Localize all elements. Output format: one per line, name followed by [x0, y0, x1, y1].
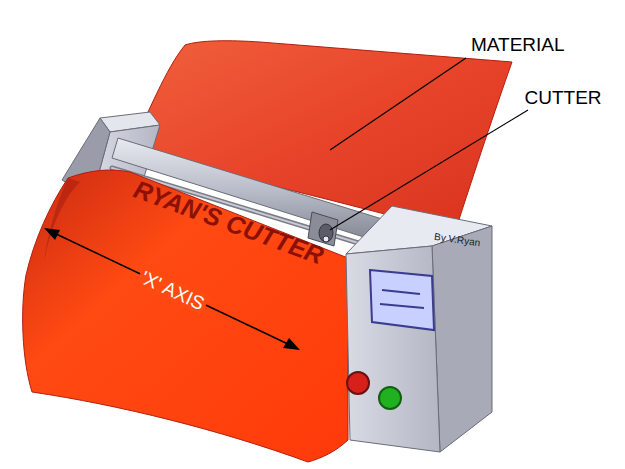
display-panel: [370, 270, 434, 330]
red-button: [347, 372, 369, 394]
sheet-curl-shadow: [44, 178, 80, 262]
right-housing-side: [432, 226, 492, 452]
leader-line: [330, 58, 466, 150]
arrowhead: [44, 228, 60, 240]
axis-line: [52, 232, 292, 346]
arrowhead: [283, 338, 300, 350]
cutter-head: [319, 224, 333, 242]
green-button: [379, 387, 401, 409]
cutter-blade: [323, 236, 329, 242]
panel-marking: [380, 304, 424, 308]
panel-marking: [382, 290, 420, 294]
right-housing-front: [346, 246, 440, 452]
material-sheet-front: [23, 170, 348, 462]
part-label: CUTTER: [522, 87, 605, 108]
part-label: MATERIAL: [468, 34, 568, 55]
leader-line: [330, 110, 528, 230]
